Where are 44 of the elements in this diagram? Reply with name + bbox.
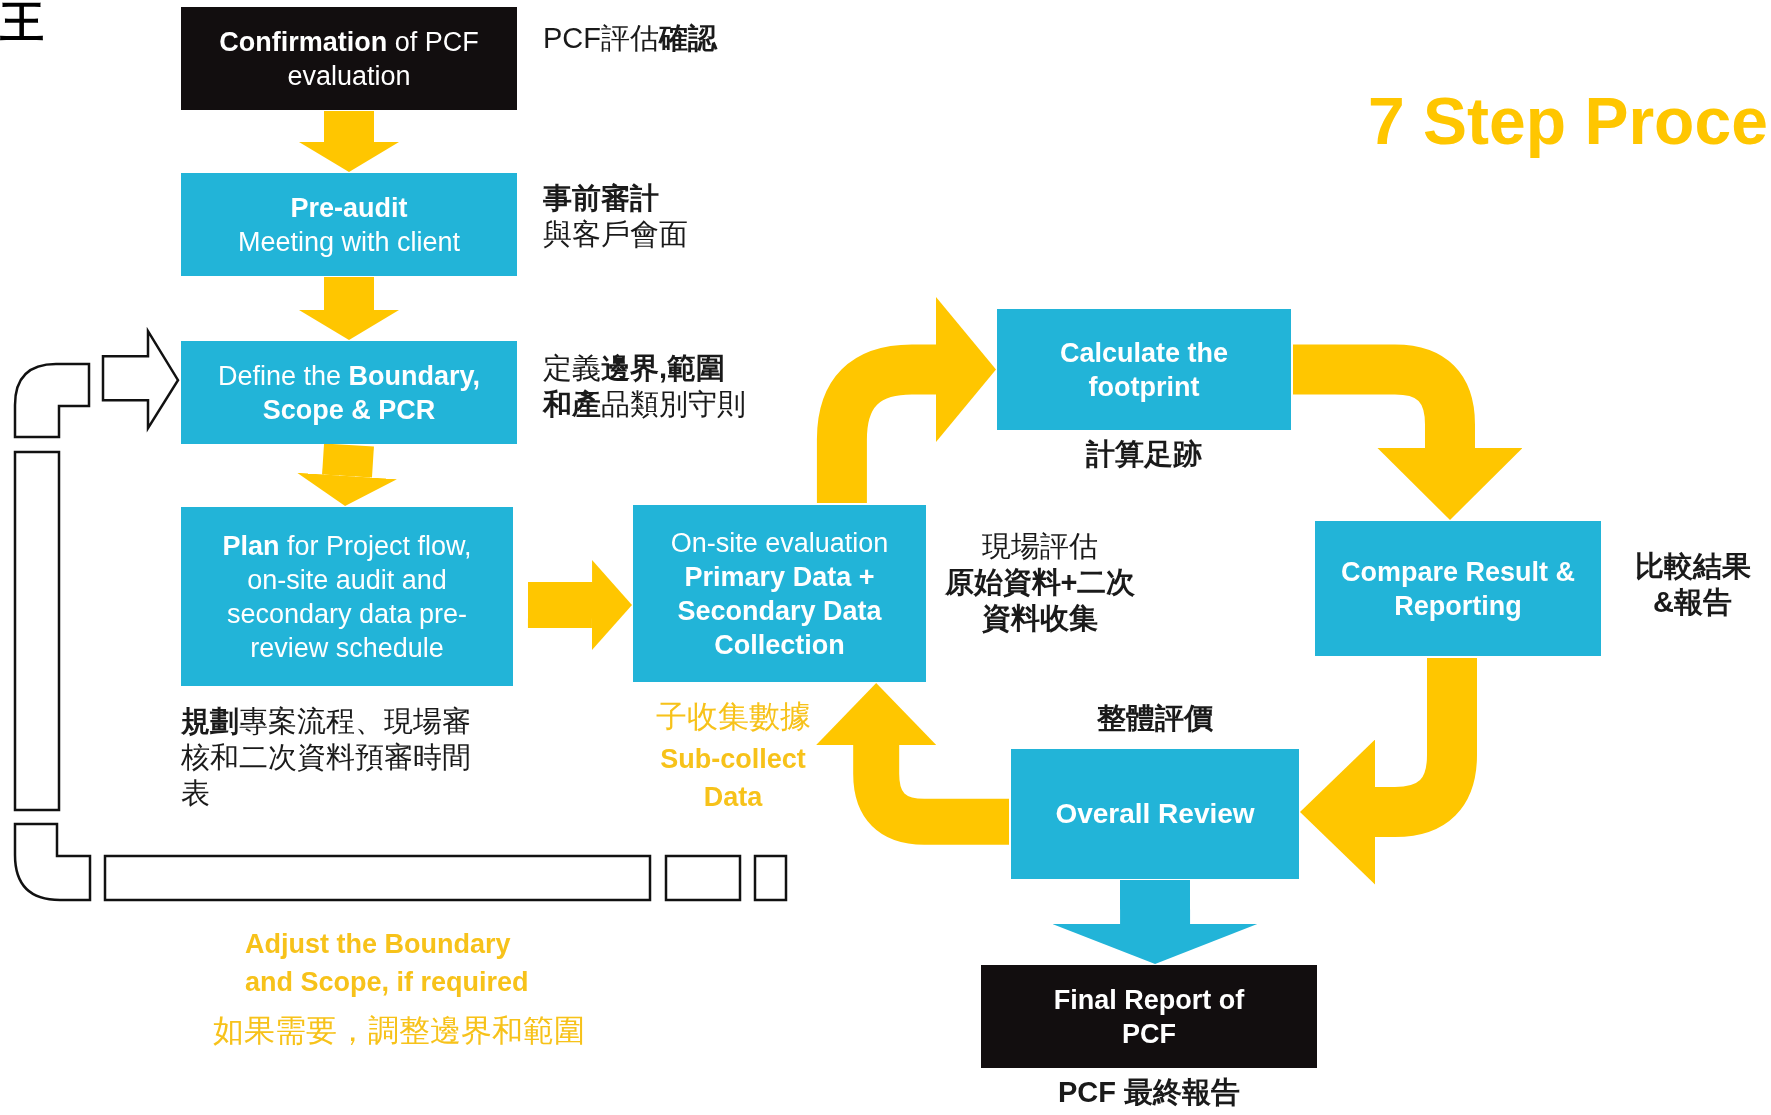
box-text: Pre-audit	[290, 191, 408, 225]
process-box	[1315, 521, 1601, 656]
annotation-text: 如果需要，調整邊界和範圍	[213, 1012, 585, 1050]
block-arrow	[1052, 880, 1258, 964]
box-text: Calculate the footprint	[1058, 336, 1230, 404]
process-box	[981, 965, 1317, 1068]
caption-text: PCF 最終報告	[1056, 1075, 1242, 1110]
caption-text: 定義邊界,範圍	[543, 351, 727, 386]
caption-text: 比較結果&報告	[1633, 549, 1752, 620]
caption-text: PCF評估確認	[543, 21, 719, 56]
caption-text: 原始資料+二次資料收集	[943, 565, 1137, 636]
process-box	[181, 341, 517, 444]
box-text: Define the Boundary, Scope & PCR	[216, 359, 482, 427]
caption-text: 整體評價	[1096, 701, 1214, 736]
process-box	[1011, 749, 1299, 879]
caption-text: 和產品類別守則	[543, 387, 747, 422]
box-text: Plan for Project flow, on-site audit and secondary data pre-review schedule	[221, 529, 473, 665]
block-arrow	[299, 277, 399, 340]
process-box	[997, 309, 1291, 430]
box-text: Final Report of PCF	[1052, 983, 1246, 1051]
caption-text: 規劃專案流程、現場審核和二次資料預審時間表	[181, 704, 472, 811]
box-text: Primary Data + Secondary Data Collection	[676, 560, 883, 662]
block-arrow	[816, 297, 996, 503]
box-text: On-site evaluation	[670, 526, 889, 560]
caption-text: 與客戶會面	[543, 217, 689, 252]
process-box	[181, 7, 517, 110]
caption-text: 事前審計	[543, 181, 660, 216]
box-text: Compare Result & Reporting	[1339, 555, 1577, 623]
annotation-text: Adjust the Boundary and Scope, if required	[245, 928, 530, 999]
annotation-text: Sub-collect Data	[659, 743, 807, 814]
block-arrow	[297, 443, 397, 506]
box-text: Overall Review	[1055, 797, 1255, 831]
annotation-text: 子收集數據	[654, 698, 812, 736]
box-text: Confirmation of PCF evaluation	[218, 25, 480, 93]
process-box	[181, 507, 513, 686]
caption-text: 現場評估	[981, 529, 1099, 564]
caption-text: 計算足跡	[1085, 437, 1203, 472]
process-box	[181, 173, 517, 276]
block-arrow	[527, 560, 632, 650]
process-box	[633, 505, 926, 682]
heading-fragment: 王	[0, 0, 44, 44]
box-text: Meeting with client	[237, 225, 461, 259]
block-arrow	[299, 111, 399, 172]
hollow-pipe-arrow	[13, 329, 788, 902]
